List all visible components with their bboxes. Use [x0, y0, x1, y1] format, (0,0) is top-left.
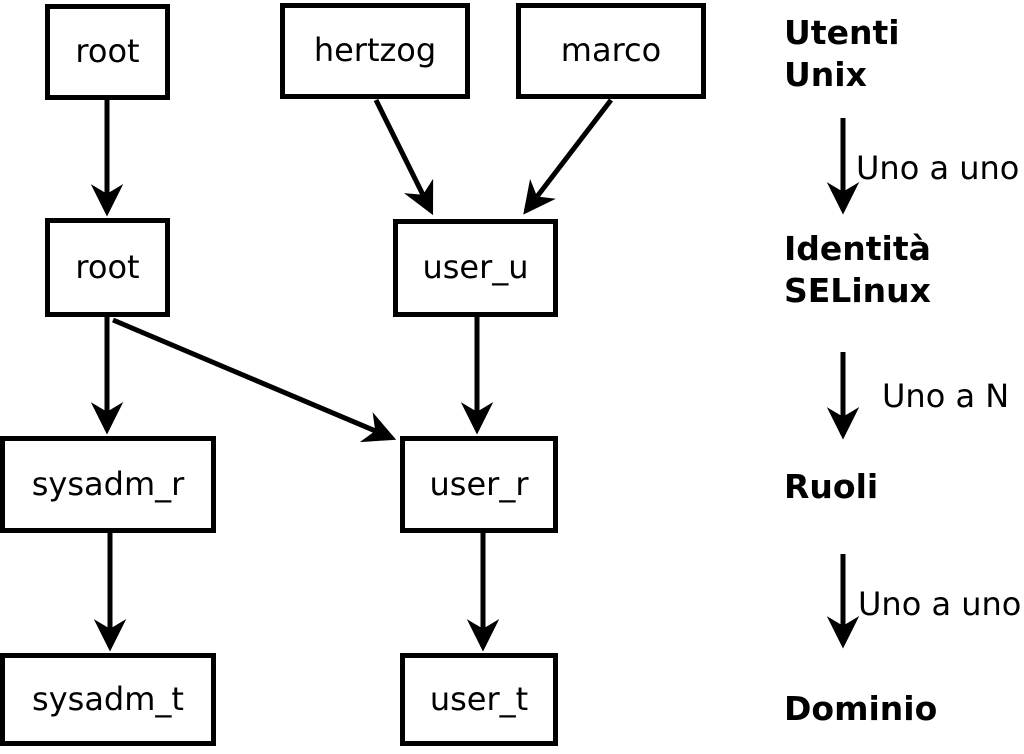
edge-hertzog-to-user-u [373, 98, 434, 216]
node-unix-hertzog: hertzog [280, 3, 470, 99]
node-selinux-user-u: user_u [393, 219, 558, 317]
node-role-sysadm-r-label: sysadm_r [31, 464, 185, 503]
node-domain-sysadm-t-label: sysadm_t [32, 679, 184, 718]
node-unix-marco-label: marco [560, 31, 662, 70]
node-unix-marco: marco [516, 3, 706, 99]
legend-ruoli: Ruoli [784, 467, 879, 506]
node-domain-sysadm-t: sysadm_t [0, 653, 216, 746]
legend-label-uno-a-uno-2: Uno a uno [858, 585, 1022, 623]
legend-label-uno-a-uno-1: Uno a uno [856, 149, 1020, 187]
node-selinux-user-u-label: user_u [422, 248, 529, 287]
edge-marco-to-user-u [523, 98, 613, 215]
legend-utenti-unix: Utenti Unix [784, 13, 900, 94]
legend-dominio: Dominio [784, 689, 938, 728]
legend-label-uno-a-n: Uno a N [882, 377, 1010, 415]
node-selinux-root-label: root [75, 247, 140, 286]
node-unix-root-label: root [75, 32, 140, 71]
legend-identita-selinux: Identità SELinux [784, 229, 931, 310]
node-domain-user-t: user_t [400, 653, 558, 746]
node-selinux-root: root [45, 218, 170, 317]
edge-selinux-root-to-user-r [112, 317, 397, 443]
node-role-sysadm-r: sysadm_r [0, 436, 216, 533]
node-domain-user-t-label: user_t [429, 679, 529, 718]
node-role-user-r-label: user_r [429, 464, 529, 503]
node-role-user-r: user_r [400, 436, 558, 533]
node-unix-root: root [45, 4, 170, 100]
node-unix-hertzog-label: hertzog [313, 31, 437, 70]
